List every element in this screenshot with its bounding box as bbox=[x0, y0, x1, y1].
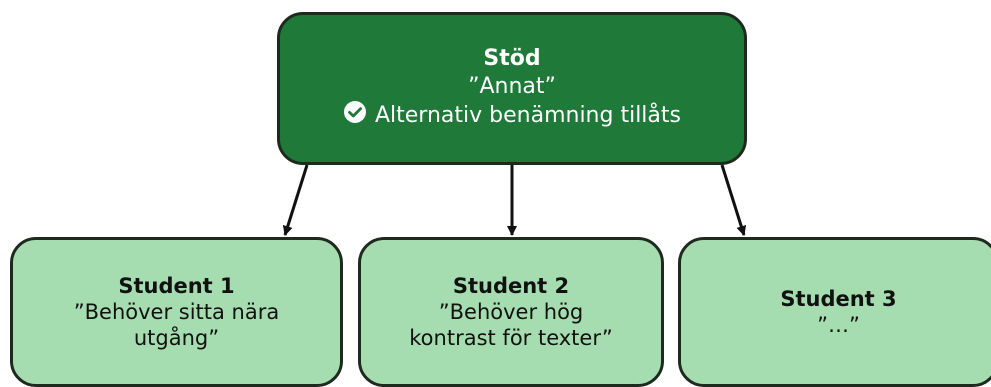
student-3-line-1: ”…” bbox=[817, 313, 860, 337]
student-1-line-2: utgång” bbox=[133, 326, 220, 351]
root-value: ”Annat” bbox=[468, 73, 556, 99]
root-node-stod: Stöd ”Annat” Alternativ benämning tillåt… bbox=[277, 12, 747, 165]
student-1-node: Student 1 ”Behöver sitta nära utgång” bbox=[10, 237, 343, 387]
student-1-title: Student 1 bbox=[118, 273, 235, 298]
student-1-line-1: ”Behöver sitta nära bbox=[73, 299, 280, 324]
root-title: Stöd bbox=[483, 46, 541, 72]
root-note-row: Alternativ benämning tillåts bbox=[343, 100, 681, 132]
root-note: Alternativ benämning tillåts bbox=[374, 103, 681, 129]
arrow-root-to-student-3 bbox=[720, 164, 747, 236]
student-2-line-2: kontrast för texter” bbox=[409, 326, 613, 351]
student-2-node: Student 2 ”Behöver hög kontrast för text… bbox=[358, 237, 664, 387]
student-3-title: Student 3 bbox=[780, 286, 897, 311]
student-3-node: Student 3 ”…” bbox=[678, 237, 991, 387]
student-2-line-1: ”Behöver hög bbox=[438, 299, 584, 324]
student-2-title: Student 2 bbox=[452, 273, 570, 298]
arrow-root-to-student-1 bbox=[282, 164, 309, 236]
check-circle-icon bbox=[343, 100, 367, 132]
